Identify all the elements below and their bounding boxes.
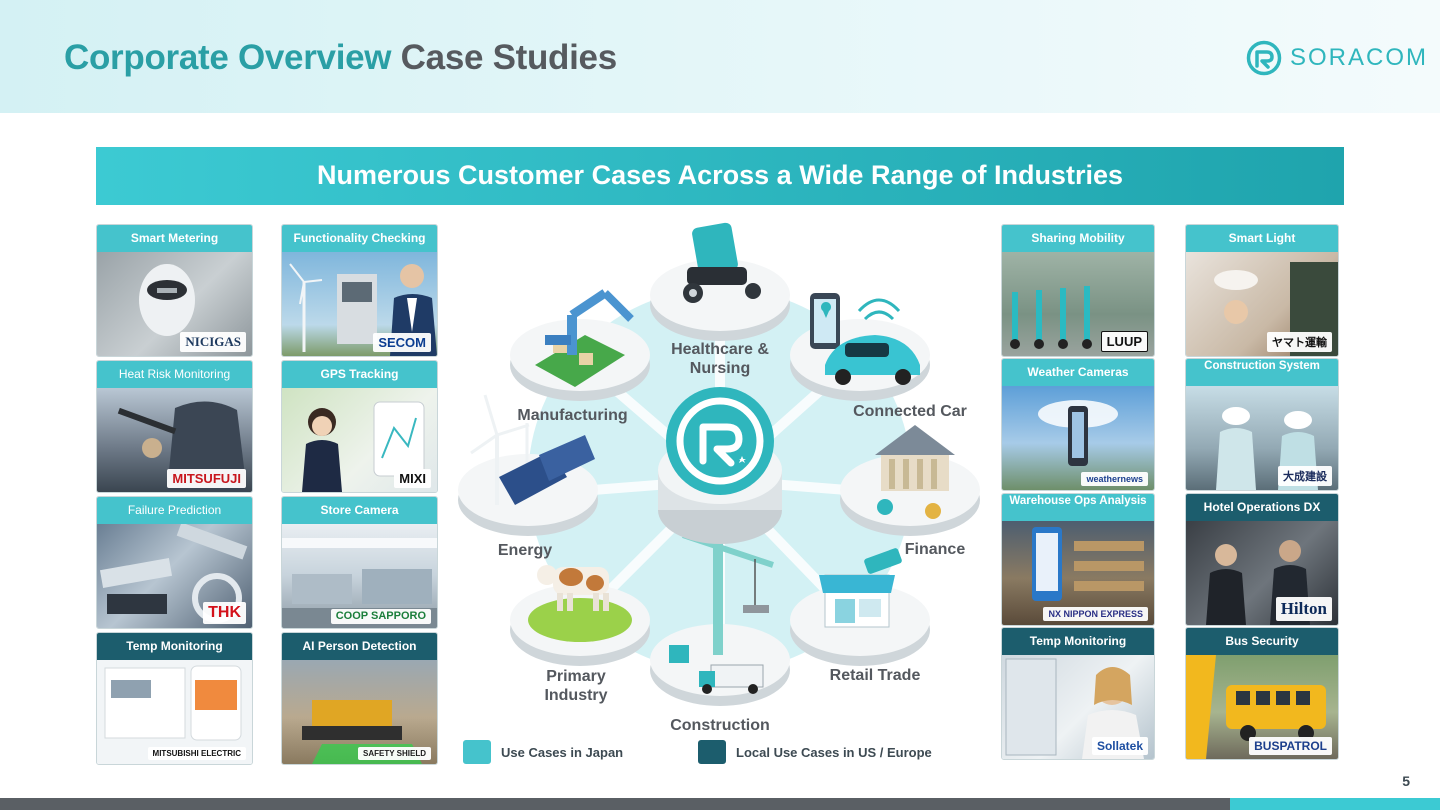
legend-swatch-japan [463,740,491,764]
case-card-hotel-operations-dx[interactable]: Hotel Operations DX Hilton [1185,493,1339,626]
wind-solar-icon [470,394,595,505]
brand-logo-weathernews: weathernews [1081,472,1148,486]
case-card-smart-metering[interactable]: Smart Metering NICIGAS [96,224,253,357]
brand-logo-mixi: MIXI [394,469,431,488]
segment-label-finance: Finance [904,541,966,558]
legend-japan: Use Cases in Japan [463,740,623,764]
case-card-label: AI Person Detection [282,633,437,660]
case-card-heat-risk-monitoring[interactable]: Heat Risk Monitoring MITSUFUJI [96,360,253,493]
case-card-temp-monitoring-right[interactable]: Temp Monitoring Sollatek [1001,627,1155,760]
case-card-store-camera[interactable]: Store Camera COOP SAPPORO [281,496,438,629]
shop-icon [819,548,902,628]
brand-logo-luup: LUUP [1100,331,1148,352]
brand-logo-nx: NX NIPPON EXPRESS [1043,607,1148,621]
segment-label-healthcare: Healthcare & Nursing [671,341,769,377]
case-card-label: Temp Monitoring [1002,628,1154,655]
case-card-label: Construction System [1186,359,1338,386]
case-photo-dashboard [97,660,252,764]
segment-label-connected-car: Connected Car [853,403,967,420]
brand-logo-mitsufuji: MITSUFUJI [167,469,246,488]
header-band: Corporate Overview Case Studies SORACOM [0,0,1440,113]
legend-us-europe: Local Use Cases in US / Europe [698,740,932,764]
legend-label-japan: Use Cases in Japan [501,744,624,760]
brand-logo-coop: COOP SAPPORO [330,609,431,624]
case-photo-smart-meter [97,252,252,356]
case-card-sharing-mobility[interactable]: Sharing Mobility LUUP [1001,224,1155,357]
brand-logo-buspatrol: BUSPATROL [1249,737,1332,755]
brand-logo-hilton: Hilton [1275,597,1332,621]
case-card-label: Functionality Checking [282,225,437,252]
bank-icon [875,425,955,519]
page-title-secondary: Case Studies [400,38,618,77]
brand-logo-safety-shield: SAFETY SHIELD [358,747,431,760]
case-photo-hotel-staff [1186,521,1338,625]
case-card-label: Hotel Operations DX [1186,494,1338,521]
cow-icon [528,565,632,642]
brand-logo-mitsubishi-electric: MITSUBISHI ELECTRIC [147,747,246,760]
case-card-ai-person-detection[interactable]: AI Person Detection SAFETY SHIELD [281,632,438,765]
page-title-primary: Corporate Overview [64,38,392,77]
case-card-label: Bus Security [1186,628,1338,655]
case-card-failure-prediction[interactable]: Failure Prediction THK [96,496,253,629]
brand-logo-yamato: ヤマト運輸 [1267,332,1332,352]
soracom-logo: SORACOM [1246,39,1428,77]
case-card-smart-light[interactable]: Smart Light ヤマト運輸 [1185,224,1339,357]
case-photo-warehouse [1002,521,1154,625]
soracom-logo-icon [1246,40,1282,76]
soracom-hub-icon [658,387,782,544]
robot-arm-icon [535,289,634,387]
case-card-label: Sharing Mobility [1002,225,1154,252]
case-card-label: Heat Risk Monitoring [97,361,252,388]
footer-bar [0,798,1230,810]
section-banner: Numerous Customer Cases Across a Wide Ra… [96,147,1344,205]
page-number: 5 [1402,773,1410,789]
connected-car-icon [810,293,920,385]
case-card-label: Weather Cameras [1002,359,1154,386]
case-card-functionality-checking[interactable]: Functionality Checking SECOM [281,224,438,357]
segment-label-energy: Energy [497,542,553,559]
case-card-label: GPS Tracking [282,361,437,388]
industry-hub-graphic [458,222,980,706]
brand-logo-nicigas: NICIGAS [180,332,246,352]
segment-label-primary-industry: Primary Industry [544,668,608,704]
case-card-label: Temp Monitoring [97,633,252,660]
logo-wordmark: SORACOM [1290,44,1429,71]
segment-label-retail-trade: Retail Trade [829,667,921,684]
wheelchair-icon [683,222,761,303]
segment-label-manufacturing: Manufacturing [517,407,628,424]
case-card-bus-security[interactable]: Bus Security BUSPATROL [1185,627,1339,760]
case-card-weather-cameras[interactable]: Weather Cameras weathernews [1001,358,1155,491]
brand-logo-sollatek: Sollatek [1091,737,1148,755]
case-card-construction-system[interactable]: Construction System 大成建設 [1185,358,1339,491]
case-card-temp-monitoring-left[interactable]: Temp Monitoring MITSUBISHI ELECTRIC [96,632,253,765]
case-card-warehouse-ops-analysis[interactable]: Warehouse Ops Analysis NX NIPPON EXPRESS [1001,493,1155,626]
case-card-label: Smart Metering [97,225,252,252]
case-card-label: Warehouse Ops Analysis [1002,494,1154,521]
legend-label-us-europe: Local Use Cases in US / Europe [736,744,932,760]
case-card-label: Store Camera [282,497,437,524]
case-card-label: Smart Light [1186,225,1338,252]
segment-label-construction: Construction [670,717,770,734]
case-card-gps-tracking[interactable]: GPS Tracking MIXI [281,360,438,493]
legend-swatch-us-europe [698,740,726,764]
page-title: Corporate Overview Case Studies [64,38,617,78]
footer-accent [1230,798,1440,810]
case-card-label: Failure Prediction [97,497,252,524]
brand-logo-secom: SECOM [373,333,431,352]
brand-logo-thk: THK [203,602,246,624]
industry-hub-diagram: Healthcare & Nursing Connected Car Finan… [455,215,985,735]
brand-logo-taisei: 大成建設 [1278,466,1332,486]
